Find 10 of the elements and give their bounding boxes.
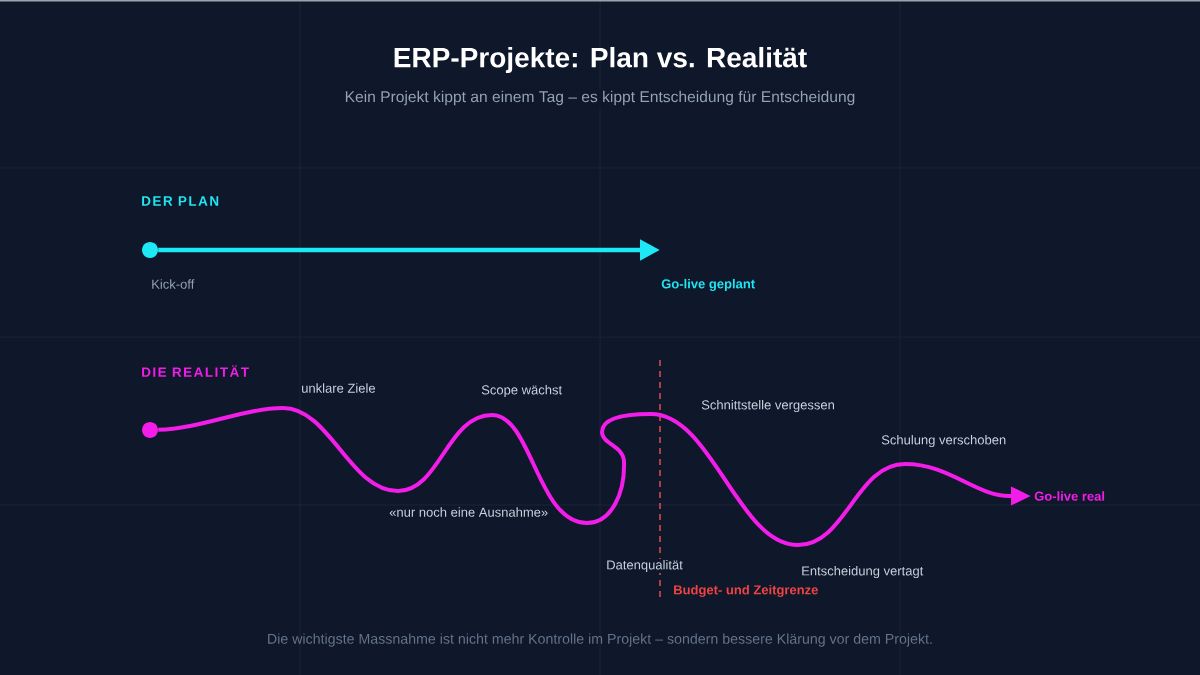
section-heading: DER PLAN bbox=[140, 195, 221, 207]
section-heading: DIE REALITÄT bbox=[140, 364, 251, 378]
caption: Die wichtigste Massnahme ist nicht mehr Kontrolle im Projekt – sondern bessere Klärung vor dem Projekt. bbox=[268, 633, 932, 647]
curve-label: «nur noch eine Ausnahme» bbox=[388, 506, 550, 518]
title: ERP-Projekte: Plan vs. Realität bbox=[394, 46, 807, 74]
start-dot bbox=[142, 422, 158, 438]
curve-label: unklare Ziele bbox=[300, 382, 377, 394]
start-label: Kick-off bbox=[150, 278, 196, 290]
start-dot bbox=[142, 242, 158, 258]
end-label: Go-live real bbox=[1034, 491, 1105, 501]
